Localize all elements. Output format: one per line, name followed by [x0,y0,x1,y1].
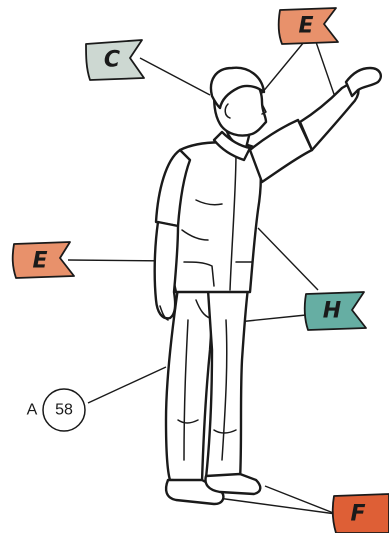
label-flag-h: H [305,292,366,330]
leader-c [140,58,210,95]
leader-h-leg [238,315,306,322]
label-e-top-text: E [298,14,313,39]
label-f-text: F [350,502,365,527]
leader-h-torso [258,228,318,290]
leader-e-top-arm [316,42,336,100]
shoe-right [206,474,261,494]
label-flag-c: C [86,40,144,80]
label-h-text: H [323,299,341,324]
label-c-text: C [104,48,120,73]
reference-a58: A 58 [27,389,85,431]
label-e-left-text: E [32,249,47,274]
man-figure-icon [155,68,381,504]
hand-right [346,68,381,96]
leader-f-lower [218,498,336,514]
label-flag-e-left: E [13,242,74,278]
reference-number: 58 [55,402,73,419]
trouser-right [206,288,248,480]
reference-letter: A [27,402,38,419]
leader-a58 [88,367,166,403]
arm-left [155,222,178,318]
label-flag-e-top: E [279,8,338,44]
label-flag-f: F [333,494,389,533]
